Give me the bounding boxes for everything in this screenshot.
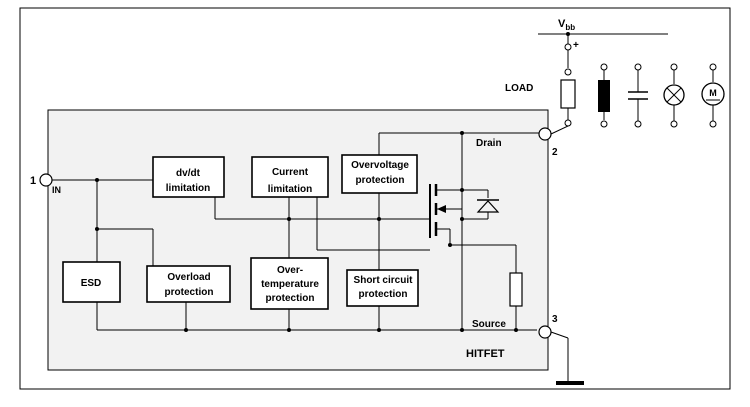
svg-text:Overload: Overload (167, 272, 210, 283)
motor-icon: M (701, 63, 725, 128)
svg-text:dv/dt: dv/dt (176, 168, 201, 179)
current-limitation-block: Current limitation (251, 156, 329, 198)
lamp-icon (663, 63, 685, 128)
pin3-number: 3 (552, 314, 558, 325)
svg-text:limitation: limitation (166, 183, 210, 194)
inductor-icon (598, 63, 610, 128)
svg-text:ESD: ESD (81, 278, 102, 289)
chip-body (47, 109, 549, 371)
svg-text:Over-: Over- (277, 265, 303, 276)
overload-protection-block: Overload protection (146, 265, 231, 303)
svg-text:limitation: limitation (268, 184, 312, 195)
svg-text:temperature: temperature (261, 279, 319, 290)
pin2-terminal (538, 127, 552, 141)
svg-text:protection: protection (165, 287, 214, 298)
supply-label: Vbb (558, 18, 575, 32)
chip-label: HITFET (466, 348, 505, 360)
svg-text:Short circuit: Short circuit (354, 275, 414, 286)
short-circuit-protection-block: Short circuit protection (346, 269, 419, 307)
overvoltage-protection-block: Overvoltage protection (341, 154, 418, 194)
load-terminal-bottom (564, 119, 572, 127)
shunt-resistor (509, 272, 523, 307)
pin2-number: 2 (552, 147, 558, 158)
pin3-terminal (538, 325, 552, 339)
supply-terminal (564, 43, 572, 51)
capacitor-icon (628, 63, 648, 128)
junction-dots (95, 32, 570, 332)
svg-text:protection: protection (266, 293, 315, 304)
overtemperature-protection-block: Over- temperature protection (250, 257, 329, 310)
pin1-number: 1 (30, 175, 36, 187)
pin3-name: Source (472, 319, 506, 330)
pin1-name: IN (52, 185, 61, 195)
supply-plus-sign: + (573, 40, 579, 51)
svg-text:protection: protection (359, 289, 408, 300)
esd-block: ESD (62, 261, 121, 303)
load-terminal-top (564, 68, 572, 76)
load-label: LOAD (505, 83, 533, 94)
outer-frame (19, 7, 731, 390)
dvdt-limitation-block: dv/dt limitation (152, 156, 225, 198)
svg-text:protection: protection (356, 175, 405, 186)
load-resistor (560, 79, 576, 109)
pin2-name: Drain (476, 138, 502, 149)
svg-text:Current: Current (272, 167, 309, 178)
motor-letter: M (709, 88, 717, 98)
pin1-terminal (39, 173, 53, 187)
svg-text:Overvoltage: Overvoltage (351, 160, 409, 171)
wiring (52, 33, 668, 385)
